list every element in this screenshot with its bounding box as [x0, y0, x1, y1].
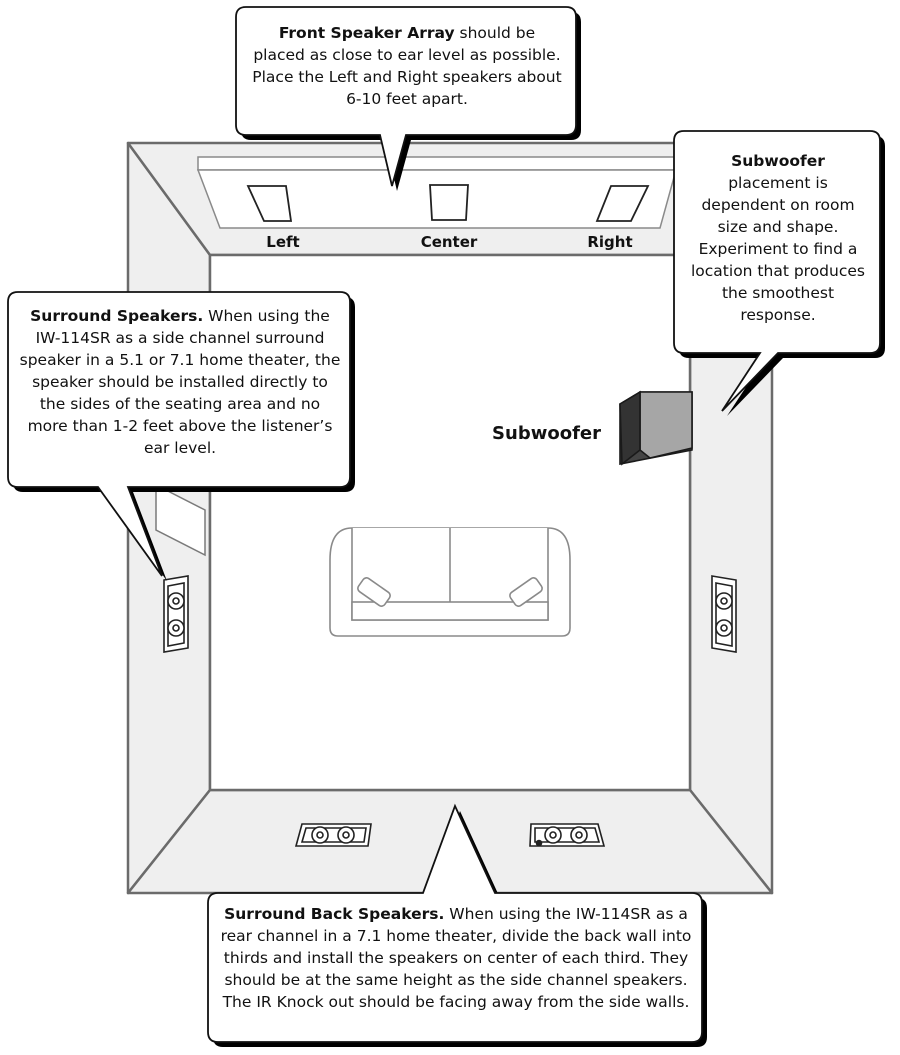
front-callout-title: Front Speaker Array: [278, 24, 455, 42]
right-surround-speaker: [711, 575, 737, 653]
center-label: Center: [421, 233, 478, 251]
back-left-speaker: [294, 823, 372, 847]
left-front-speaker: [246, 185, 293, 222]
surround-back-callout-bubble: [207, 803, 707, 1047]
subwoofer-callout-body: placement is dependent on room size and …: [691, 174, 865, 324]
surround-back-callout-title: Surround Back Speakers.: [224, 905, 445, 923]
surround-callout-bubble: [7, 291, 355, 581]
front-callout-text: Front Speaker Array should be placed as …: [252, 22, 562, 110]
center-speaker: [429, 184, 469, 221]
subwoofer-callout-text: Subwoofer placement is dependent on room…: [686, 150, 870, 326]
left-surround-speaker: [163, 575, 189, 653]
surround-callout-text: Surround Speakers. When using the IW-114…: [18, 305, 342, 459]
subwoofer-label: Subwoofer: [492, 423, 601, 444]
subwoofer-box: [619, 390, 693, 466]
surround-callout-title: Surround Speakers.: [30, 307, 204, 325]
surround-callout-body: When using the IW-114SR as a side channe…: [19, 307, 341, 457]
surround-back-callout-body: When using the IW-114SR as a rear channe…: [220, 905, 692, 1011]
surround-back-callout-text: Surround Back Speakers. When using the I…: [220, 903, 692, 1013]
subwoofer-callout-title: Subwoofer: [731, 152, 825, 170]
sofa: [329, 527, 571, 637]
subwoofer-callout-bubble: [673, 130, 885, 416]
right-front-speaker: [595, 185, 650, 222]
back-right-speaker: [529, 823, 606, 847]
doorway: [155, 483, 206, 557]
left-label: Left: [266, 233, 299, 251]
front-callout-bubble: [235, 6, 581, 191]
front-callout-body: should be placed as close to ear level a…: [252, 24, 562, 108]
right-label: Right: [587, 233, 632, 251]
